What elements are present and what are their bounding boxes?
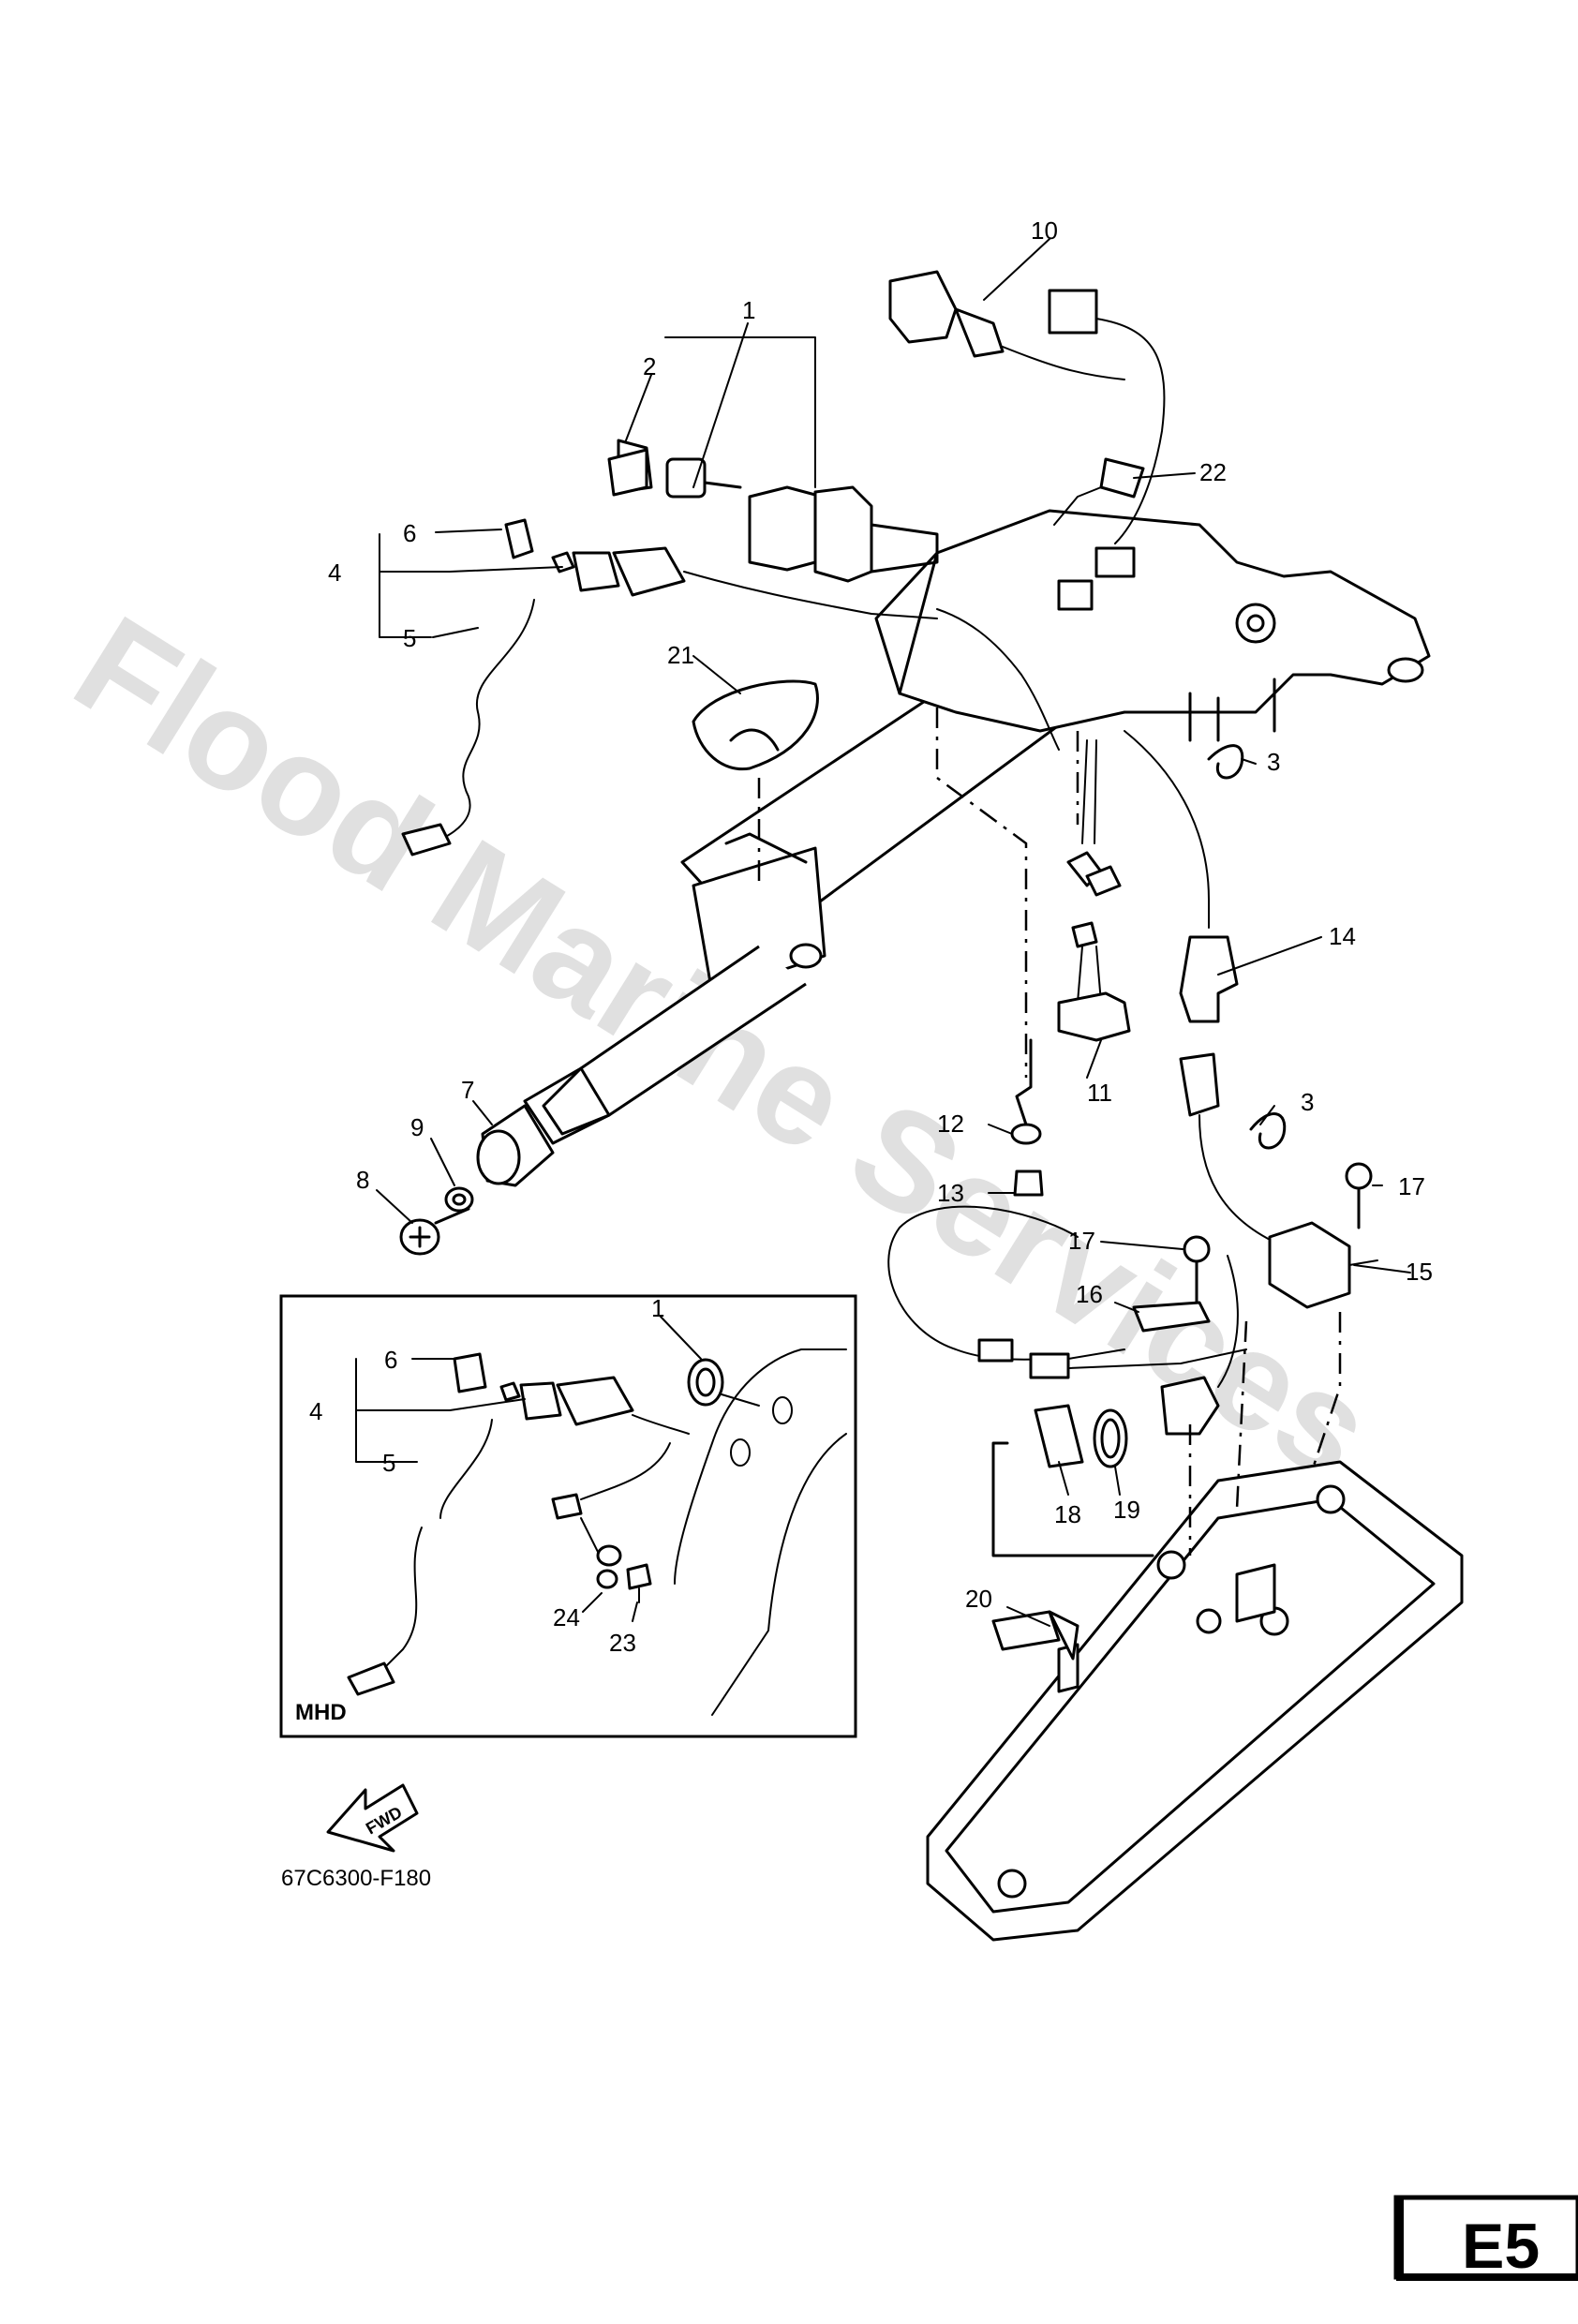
bottom-cover (926, 1460, 1464, 1942)
wiring-harness-lower (887, 730, 1378, 1436)
fwd-arrow-icon: FWD (326, 1783, 419, 1853)
drawing-code: 67C6300-F180 (281, 1866, 431, 1891)
callout-11: 11 (1087, 1079, 1112, 1107)
callout-9: 9 (410, 1113, 424, 1141)
callout-3b: 3 (1301, 1088, 1314, 1116)
callout-12: 12 (937, 1110, 964, 1138)
callout-3a: 3 (1267, 748, 1280, 776)
callout-7: 7 (461, 1076, 474, 1104)
callout-2: 2 (643, 352, 656, 380)
inset-callout-23: 23 (609, 1629, 636, 1657)
steering-bracket (874, 509, 1431, 742)
callout-19: 19 (1113, 1496, 1140, 1524)
throttle-grip-parts (399, 1104, 555, 1256)
callout-8: 8 (356, 1166, 369, 1194)
leader-lines (376, 238, 1411, 1627)
callout-labels: 1 2 3 3 4 5 6 7 8 9 10 11 12 13 14 15 16… (328, 216, 1433, 1613)
page-tag-text: E5 (1462, 2211, 1540, 2282)
inset-callout-1: 1 (651, 1294, 664, 1322)
callout-16: 16 (1076, 1280, 1103, 1308)
mhd-inset: 1 4 5 6 23 24 MHD (279, 1294, 857, 1738)
callout-10: 10 (1031, 216, 1058, 245)
small-hardware (1010, 744, 1373, 1333)
grommets (1034, 1404, 1128, 1468)
wiring-harness-top (888, 270, 1166, 751)
grip-cover (692, 679, 819, 771)
inset-label-mhd: MHD (295, 1700, 347, 1725)
callout-13: 13 (937, 1179, 964, 1207)
inset-callout-4: 4 (309, 1397, 322, 1425)
callout-22: 22 (1199, 458, 1227, 486)
callout-21: 21 (667, 641, 694, 669)
callout-15: 15 (1406, 1258, 1433, 1286)
inset-callout-6: 6 (384, 1346, 397, 1374)
callout-6: 6 (403, 519, 416, 547)
callout-14: 14 (1329, 922, 1356, 950)
main-switch-assembly (607, 439, 939, 583)
callout-1: 1 (742, 296, 755, 324)
assembly-lines (757, 708, 1342, 1557)
callout-17a: 17 (1068, 1227, 1095, 1255)
inset-callout-5: 5 (382, 1449, 395, 1477)
inset-callout-24: 24 (553, 1603, 580, 1631)
callout-4: 4 (328, 559, 341, 587)
engine-stop-switch (401, 518, 938, 857)
callout-17b: 17 (1398, 1172, 1425, 1200)
callout-18: 18 (1054, 1500, 1081, 1528)
callout-5: 5 (403, 624, 416, 652)
label-sticker (1048, 1610, 1079, 1661)
callout-20: 20 (965, 1585, 992, 1613)
page-tag: E5 (1393, 2195, 1578, 2282)
